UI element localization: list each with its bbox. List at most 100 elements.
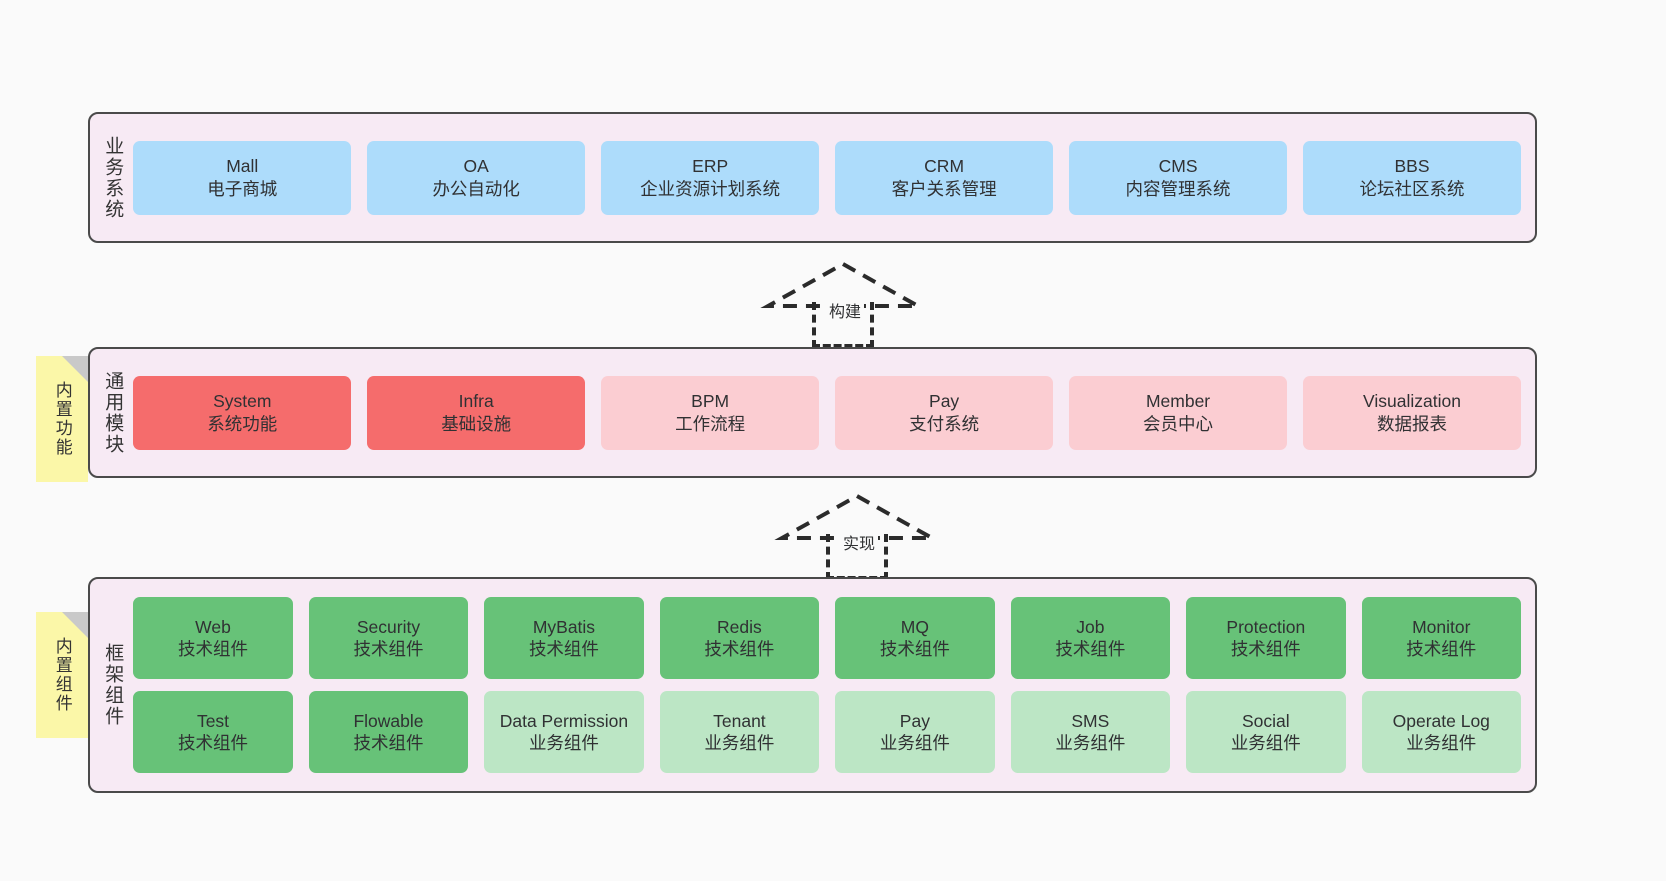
- card-job[interactable]: Job 技术组件: [1010, 597, 1171, 679]
- card-title-en: System: [213, 391, 272, 412]
- card-title-en: SMS: [1071, 710, 1110, 731]
- card-system[interactable]: System 系统功能: [133, 375, 352, 450]
- card-title-cn: 支付系统: [909, 413, 980, 434]
- note-built-in-features: 内置功能: [36, 356, 88, 482]
- card-bpm[interactable]: BPM 工作流程: [601, 375, 820, 450]
- card-title-en: Tenant: [713, 710, 766, 731]
- card-title-en: Data Permission: [499, 710, 629, 731]
- card-title-cn: 电子商城: [207, 178, 278, 199]
- card-title-cn: 业务组件: [1406, 733, 1477, 753]
- card-title-cn: 业务组件: [528, 733, 599, 753]
- card-title-en: BPM: [691, 391, 730, 412]
- card-title-en: Job: [1076, 616, 1105, 637]
- card-operate-log[interactable]: Operate Log 业务组件: [1361, 691, 1522, 773]
- card-title-cn: 客户关系管理: [891, 178, 997, 199]
- card-title-cn: 技术组件: [178, 733, 248, 753]
- card-crm[interactable]: CRM 客户关系管理: [835, 140, 1054, 215]
- card-title-en: CRM: [924, 156, 965, 177]
- card-title-cn: 技术组件: [1055, 639, 1126, 659]
- card-pay-business[interactable]: Pay 业务组件: [835, 691, 995, 773]
- business-card-row: Mall 电子商城 OA 办公自动化 ERP 企业资源计划系统 CRM 客户关系…: [133, 140, 1521, 215]
- card-visualization[interactable]: Visualization 数据报表: [1303, 375, 1521, 450]
- card-title-cn: 企业资源计划系统: [640, 178, 781, 199]
- card-title-cn: 技术组件: [1230, 639, 1301, 659]
- business-card-grid: Mall 电子商城 OA 办公自动化 ERP 企业资源计划系统 CRM 客户关系…: [129, 140, 1535, 215]
- modules-card-row: System 系统功能 Infra 基础设施 BPM 工作流程 Pay 支付系统…: [133, 375, 1521, 450]
- card-member[interactable]: Member 会员中心: [1069, 375, 1288, 450]
- card-title-en: BBS: [1394, 156, 1430, 177]
- card-title-en: Infra: [458, 391, 494, 412]
- arrow-build: 构建: [758, 258, 938, 348]
- framework-card-row-technical: Web 技术组件 Security 技术组件 MyBatis 技术组件 Redi…: [133, 597, 1522, 679]
- note-fold-corner-icon: [62, 356, 88, 382]
- card-redis[interactable]: Redis 技术组件: [659, 597, 820, 679]
- generalization-arrowhead-icon: [760, 261, 926, 308]
- layer-framework-components: 框架组件 Web 技术组件 Security 技术组件 MyBatis 技术组件…: [88, 577, 1537, 793]
- card-title-en: CMS: [1158, 156, 1198, 177]
- card-social[interactable]: Social 业务组件: [1186, 691, 1346, 773]
- card-title-en: MyBatis: [532, 616, 596, 637]
- note-built-in-components: 内置组件: [36, 612, 88, 738]
- card-tenant[interactable]: Tenant 业务组件: [659, 691, 820, 773]
- card-title-cn: 技术组件: [178, 639, 248, 659]
- card-title-cn: 基础设施: [441, 413, 512, 434]
- card-title-cn: 业务组件: [1055, 733, 1126, 753]
- note-label: 内置功能: [52, 381, 72, 457]
- card-sms[interactable]: SMS 业务组件: [1010, 691, 1171, 773]
- card-title-cn: 技术组件: [1406, 639, 1477, 659]
- card-title-cn: 数据报表: [1377, 413, 1447, 434]
- card-pay[interactable]: Pay 支付系统: [835, 375, 1054, 450]
- card-protection[interactable]: Protection 技术组件: [1186, 597, 1346, 679]
- arrow-implement: 实现: [772, 490, 952, 580]
- card-title-en: Pay: [899, 710, 930, 731]
- card-mall[interactable]: Mall 电子商城: [133, 140, 352, 215]
- card-oa[interactable]: OA 办公自动化: [367, 140, 586, 215]
- card-title-en: Test: [196, 710, 230, 731]
- card-cms[interactable]: CMS 内容管理系统: [1069, 140, 1288, 215]
- card-title-en: Mall: [226, 156, 259, 177]
- card-title-en: Monitor: [1412, 616, 1471, 637]
- card-title-en: Flowable: [353, 710, 424, 731]
- framework-card-row-business: Test 技术组件 Flowable 技术组件 Data Permission …: [133, 691, 1522, 773]
- card-title-cn: 业务组件: [879, 733, 950, 753]
- card-title-cn: 技术组件: [704, 639, 775, 659]
- modules-card-grid: System 系统功能 Infra 基础设施 BPM 工作流程 Pay 支付系统…: [129, 375, 1535, 450]
- arrow-stem: [812, 302, 874, 348]
- card-title-cn: 技术组件: [353, 639, 424, 659]
- card-infra[interactable]: Infra 基础设施: [367, 375, 586, 450]
- card-title-cn: 办公自动化: [432, 178, 520, 199]
- card-title-cn: 技术组件: [528, 639, 599, 659]
- card-security[interactable]: Security 技术组件: [308, 597, 469, 679]
- card-bbs[interactable]: BBS 论坛社区系统: [1303, 140, 1521, 215]
- card-test[interactable]: Test 技术组件: [133, 691, 293, 773]
- layer-framework-title: 框架组件: [102, 643, 124, 727]
- card-erp[interactable]: ERP 企业资源计划系统: [601, 140, 820, 215]
- card-title-cn: 业务组件: [1230, 733, 1301, 753]
- framework-card-grid: Web 技术组件 Security 技术组件 MyBatis 技术组件 Redi…: [129, 597, 1535, 773]
- card-title-cn: 业务组件: [704, 733, 775, 753]
- card-monitor[interactable]: Monitor 技术组件: [1361, 597, 1522, 679]
- card-mybatis[interactable]: MyBatis 技术组件: [484, 597, 644, 679]
- card-title-cn: 系统功能: [207, 413, 278, 434]
- card-title-en: Member: [1145, 391, 1211, 412]
- layer-common-modules: 通用模块 System 系统功能 Infra 基础设施 BPM 工作流程 Pay…: [88, 347, 1537, 478]
- card-data-permission[interactable]: Data Permission 业务组件: [484, 691, 644, 773]
- card-title-en: Operate Log: [1392, 710, 1490, 731]
- arrow-label-build: 构建: [826, 298, 865, 322]
- generalization-arrowhead-icon: [774, 493, 940, 540]
- card-title-cn: 技术组件: [879, 639, 950, 659]
- card-title-cn: 工作流程: [675, 413, 746, 434]
- card-title-en: ERP: [692, 156, 729, 177]
- card-title-cn: 会员中心: [1143, 413, 1214, 434]
- layer-business-title: 业务系统: [102, 135, 124, 220]
- card-mq[interactable]: MQ 技术组件: [835, 597, 995, 679]
- card-title-en: Pay: [929, 391, 960, 412]
- card-title-en: Web: [195, 616, 231, 637]
- card-title-cn: 技术组件: [353, 733, 424, 753]
- card-title-en: Redis: [717, 616, 762, 637]
- card-title-en: Visualization: [1363, 391, 1461, 412]
- card-title-en: OA: [463, 156, 489, 177]
- card-title-cn: 内容管理系统: [1125, 178, 1231, 199]
- card-flowable[interactable]: Flowable 技术组件: [308, 691, 469, 773]
- card-web[interactable]: Web 技术组件: [133, 597, 293, 679]
